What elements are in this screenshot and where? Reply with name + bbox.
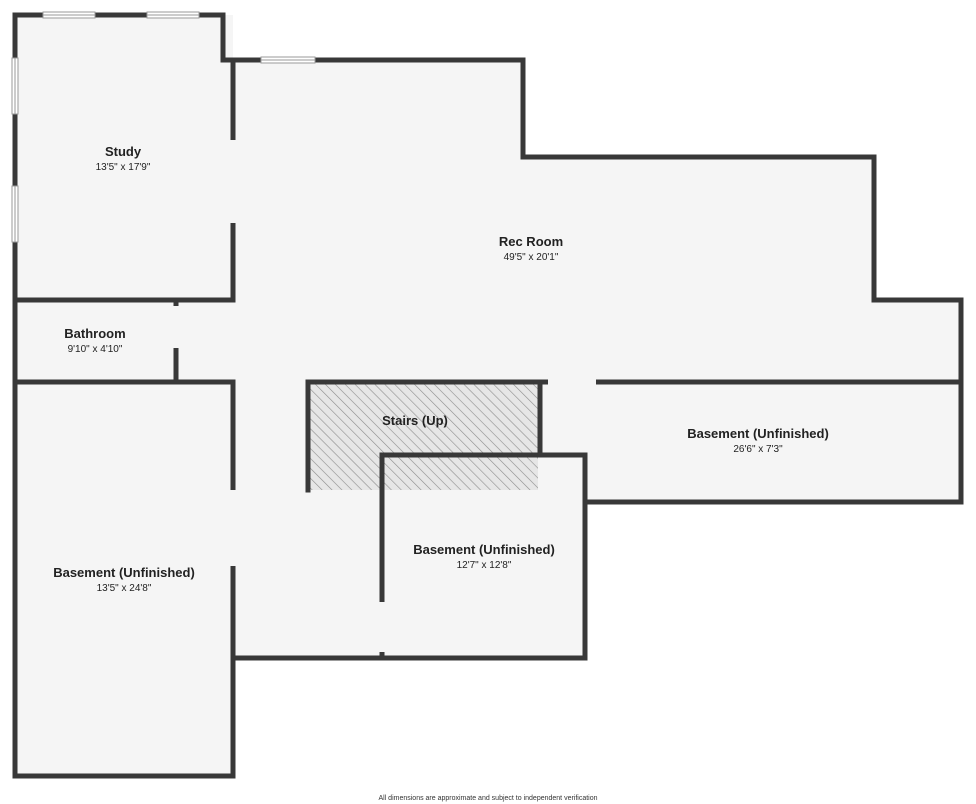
room-basement-east: Basement (Unfinished) 26'6" x 7'3"	[687, 426, 829, 455]
basement-center-door-opening	[379, 602, 385, 652]
window-study-north-2	[146, 11, 200, 19]
room-labels: Study 13'5" x 17'9" Rec Room 49'5" x 20'…	[53, 144, 829, 594]
window-rec-room-north	[260, 56, 316, 64]
stairs-wall	[305, 379, 543, 493]
room-basement-east-dimensions: 26'6" x 7'3"	[733, 444, 783, 455]
study-door-opening	[230, 140, 236, 223]
room-rec-room: Rec Room 49'5" x 20'1"	[499, 234, 563, 263]
window-study-west-2	[11, 185, 19, 243]
room-basement-center-name: Basement (Unfinished)	[413, 542, 555, 557]
room-basement-center: Basement (Unfinished) 12'7" x 12'8"	[413, 542, 555, 571]
room-study-dimensions: 13'5" x 17'9"	[96, 162, 151, 173]
rec-room-floor	[176, 60, 961, 658]
room-rec-room-dimensions: 49'5" x 20'1"	[504, 252, 559, 263]
study-floor	[15, 15, 233, 300]
room-basement-west-name: Basement (Unfinished)	[53, 565, 195, 580]
room-bathroom-dimensions: 9'10" x 4'10"	[68, 344, 123, 355]
window-study-north-1	[42, 11, 96, 19]
bathroom-floor	[15, 300, 176, 382]
basement-east-door-opening	[548, 379, 596, 385]
basement-west-floor	[15, 382, 233, 776]
room-study: Study 13'5" x 17'9"	[96, 144, 151, 173]
room-basement-east-name: Basement (Unfinished)	[687, 426, 829, 441]
floor-fills	[15, 15, 961, 776]
disclaimer-text: All dimensions are approximate and subje…	[378, 795, 597, 802]
room-stairs: Stairs (Up)	[382, 413, 448, 428]
room-rec-room-name: Rec Room	[499, 234, 563, 249]
outer-wall	[12, 12, 964, 779]
bathroom-door-opening	[173, 306, 179, 348]
basement-center-wall	[379, 452, 588, 661]
room-stairs-name: Stairs (Up)	[382, 413, 448, 428]
basement-east-floor	[540, 382, 961, 502]
room-bathroom: Bathroom 9'10" x 4'10"	[64, 326, 125, 355]
room-basement-west: Basement (Unfinished) 13'5" x 24'8"	[53, 565, 195, 594]
window-study-west-1	[11, 57, 19, 115]
room-bathroom-name: Bathroom	[64, 326, 125, 341]
room-basement-center-dimensions: 12'7" x 12'8"	[457, 560, 512, 571]
windows	[11, 11, 316, 243]
room-study-name: Study	[105, 144, 142, 159]
basement-west-door-opening	[230, 490, 236, 566]
stairs-hatch	[308, 382, 538, 490]
room-basement-west-dimensions: 13'5" x 24'8"	[97, 583, 152, 594]
openings	[173, 140, 596, 652]
